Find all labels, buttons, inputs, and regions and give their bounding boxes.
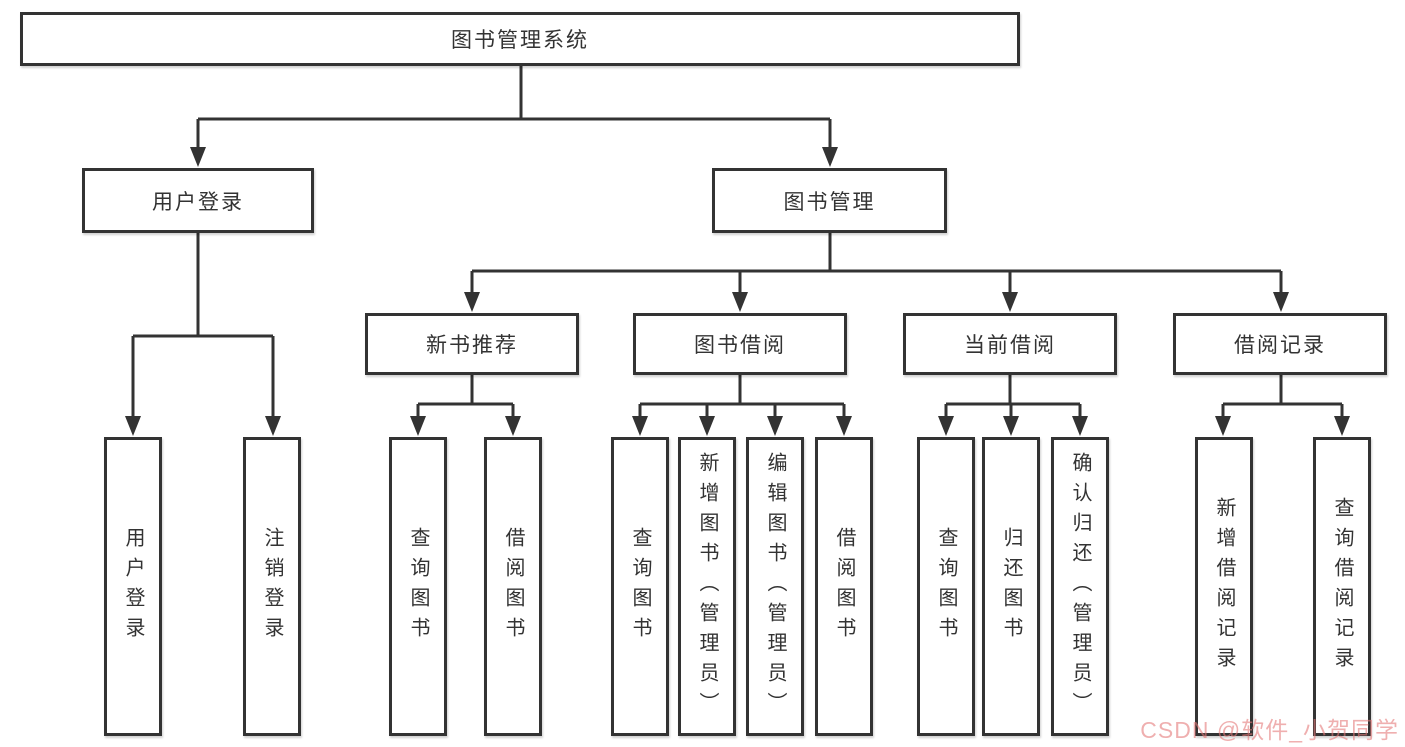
csdn-watermark: CSDN @软件_小贺同学 <box>1140 717 1399 743</box>
node-root-label: 图书管理系统 <box>451 29 589 52</box>
node-branch-user-login: 用户登录 <box>82 168 314 233</box>
node-section-label: 当前借阅 <box>964 334 1056 357</box>
node-root-system: 图书管理系统 <box>20 12 1020 66</box>
node-leaf-label: 查询图书 <box>629 526 651 647</box>
node-leaf-edit-books-admin: 编辑图书（管理员） <box>746 437 804 736</box>
node-leaf-label: 查询借阅记录 <box>1331 496 1353 677</box>
node-section-book-borrow: 图书借阅 <box>633 313 847 375</box>
node-leaf-label: 查询图书 <box>935 526 957 647</box>
node-section-label: 新书推荐 <box>426 334 518 357</box>
node-leaf-confirm-return-admin: 确认归还（管理员） <box>1051 437 1109 736</box>
node-leaf-label: 新增图书（管理员） <box>696 451 718 722</box>
node-leaf-add-books-admin: 新增图书（管理员） <box>678 437 736 736</box>
node-leaf-label: 借阅图书 <box>833 526 855 647</box>
node-leaf-query-books-newbooks: 查询图书 <box>389 437 447 736</box>
node-branch-label: 图书管理 <box>783 190 876 214</box>
node-leaf-label: 新增借阅记录 <box>1213 496 1235 677</box>
arrowhead-icons <box>125 147 1350 436</box>
node-branch-book-management: 图书管理 <box>712 168 947 233</box>
node-leaf-add-borrow-record: 新增借阅记录 <box>1195 437 1253 736</box>
node-section-current-borrow: 当前借阅 <box>903 313 1117 375</box>
node-leaf-query-borrow-record: 查询借阅记录 <box>1313 437 1371 736</box>
node-leaf-label: 借阅图书 <box>502 526 524 647</box>
node-section-borrow-records: 借阅记录 <box>1173 313 1387 375</box>
node-leaf-logout: 注销登录 <box>243 437 301 736</box>
node-leaf-borrow-books-newbooks: 借阅图书 <box>484 437 542 736</box>
node-section-label: 借阅记录 <box>1234 334 1326 357</box>
node-leaf-label: 注销登录 <box>261 526 283 647</box>
node-leaf-label: 归还图书 <box>1000 526 1022 647</box>
node-leaf-return-books: 归还图书 <box>982 437 1040 736</box>
node-leaf-borrow-books: 借阅图书 <box>815 437 873 736</box>
node-branch-label: 用户登录 <box>152 190 244 214</box>
node-section-new-books: 新书推荐 <box>365 313 579 375</box>
node-leaf-label: 编辑图书（管理员） <box>764 451 786 722</box>
node-leaf-query-books-borrow: 查询图书 <box>611 437 669 736</box>
node-leaf-label: 确认归还（管理员） <box>1069 451 1091 722</box>
node-leaf-label: 查询图书 <box>407 526 429 647</box>
node-section-label: 图书借阅 <box>694 334 786 357</box>
node-leaf-user-login: 用户登录 <box>104 437 162 736</box>
node-leaf-label: 用户登录 <box>122 526 144 647</box>
node-leaf-query-books-current: 查询图书 <box>917 437 975 736</box>
